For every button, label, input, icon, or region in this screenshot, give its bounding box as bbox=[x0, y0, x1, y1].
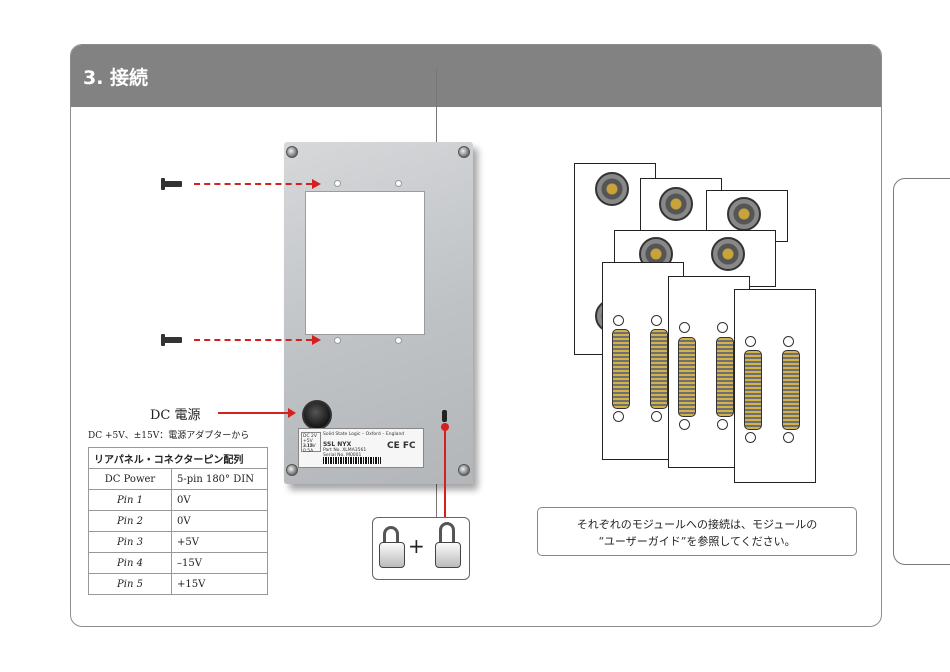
pin-name: Pin 5 bbox=[89, 574, 172, 595]
table-row: Pin 3 +5V bbox=[89, 532, 268, 553]
mounting-screw-icon bbox=[679, 419, 690, 430]
module-card bbox=[734, 289, 816, 483]
sticker-brand: SSL NYX bbox=[323, 441, 351, 448]
table-row: Pin 2 0V bbox=[89, 511, 268, 532]
screw-arrow-line bbox=[194, 339, 312, 341]
mounting-hole bbox=[334, 180, 341, 187]
pin-value: 0V bbox=[172, 511, 268, 532]
dsub-connector-icon bbox=[612, 329, 630, 409]
pin-value: –15V bbox=[172, 553, 268, 574]
plus-sign: + bbox=[408, 534, 425, 558]
mounting-hole bbox=[395, 337, 402, 344]
table-header-row: DC Power 5-pin 180° DIN bbox=[89, 469, 268, 490]
lock-pointer-line bbox=[444, 426, 446, 520]
corner-screw-icon bbox=[458, 146, 470, 158]
barcode-icon bbox=[323, 457, 381, 464]
xlr-connector-icon bbox=[711, 237, 745, 271]
arrowhead-icon bbox=[288, 408, 296, 418]
mounting-screw-icon bbox=[613, 411, 624, 422]
dsub-connector-icon bbox=[650, 329, 668, 409]
side-tab bbox=[893, 178, 950, 565]
xlr-connector-icon bbox=[659, 187, 693, 221]
screw-arrow-line bbox=[194, 183, 312, 185]
xlr-connector-icon bbox=[727, 197, 761, 231]
table-row: Pin 5 +15V bbox=[89, 574, 268, 595]
dsub-connector-icon bbox=[744, 350, 762, 430]
table-cell: DC Power bbox=[89, 469, 172, 490]
note-line: “ユーザーガイド”を参照してください。 bbox=[538, 533, 856, 549]
table-title: リアパネル・コネクターピン配列 bbox=[89, 448, 268, 469]
dsub-connector-icon bbox=[782, 350, 800, 430]
pin-name: Pin 3 bbox=[89, 532, 172, 553]
mounting-hole bbox=[334, 337, 341, 344]
mounting-screw-icon bbox=[783, 336, 794, 347]
mounting-screw-icon bbox=[745, 336, 756, 347]
mounting-screw-icon bbox=[651, 411, 662, 422]
padlock-open-icon bbox=[435, 542, 461, 568]
pin-name: Pin 2 bbox=[89, 511, 172, 532]
mounting-screw-icon bbox=[745, 432, 756, 443]
mounting-screw-icon bbox=[783, 432, 794, 443]
dc-power-note: DC +5V、±15V：電源アダプターから bbox=[88, 428, 249, 441]
padlock-shackle bbox=[439, 522, 455, 544]
pin-value: +15V bbox=[172, 574, 268, 595]
sticker-spec-box: DC 2V +5V 2.1A ±15V 0.5A bbox=[301, 432, 321, 452]
table-row: Pin 1 0V bbox=[89, 490, 268, 511]
din-socket-icon bbox=[302, 400, 332, 430]
compliance-marks-icon: CE FC bbox=[387, 441, 416, 451]
mounting-screw-icon bbox=[717, 322, 728, 333]
sticker-origin: Solid State Logic – Oxford – England bbox=[323, 432, 404, 437]
module-guide-note: それぞれのモジュールへの接続は、モジュールの “ユーザーガイド”を参照してくださ… bbox=[537, 507, 857, 556]
screw-shaft bbox=[164, 337, 182, 343]
arrowhead-icon bbox=[312, 179, 321, 189]
padlock-closed-icon bbox=[379, 542, 405, 568]
xlr-connector-icon bbox=[595, 172, 629, 206]
corner-screw-icon bbox=[286, 146, 298, 158]
dc-power-label: DC 電源 bbox=[150, 404, 201, 423]
mounting-screw-icon bbox=[651, 315, 662, 326]
pin-table: リアパネル・コネクターピン配列 DC Power 5-pin 180° DIN … bbox=[88, 447, 268, 595]
pin-name: Pin 1 bbox=[89, 490, 172, 511]
sticker-spec-line: ±15V 0.5A bbox=[303, 444, 320, 454]
rating-sticker: DC 2V +5V 2.1A ±15V 0.5A Solid State Log… bbox=[298, 428, 424, 468]
arrowhead-icon bbox=[312, 335, 321, 345]
pin-value: 0V bbox=[172, 490, 268, 511]
corner-screw-icon bbox=[286, 464, 298, 476]
lock-slot-icon bbox=[442, 410, 447, 422]
mounting-hole bbox=[395, 180, 402, 187]
lock-pointer-dot bbox=[441, 423, 449, 431]
pin-value: +5V bbox=[172, 532, 268, 553]
dsub-connector-icon bbox=[678, 337, 696, 417]
corner-screw-icon bbox=[458, 464, 470, 476]
section-title: 3. 接続 bbox=[83, 63, 148, 90]
section-header: 3. 接続 bbox=[71, 45, 881, 107]
dsub-connector-icon bbox=[716, 337, 734, 417]
note-line: それぞれのモジュールへの接続は、モジュールの bbox=[538, 516, 856, 532]
panel-cutout bbox=[305, 191, 425, 335]
mounting-screw-icon bbox=[613, 315, 624, 326]
screw-shaft bbox=[164, 181, 182, 187]
table-title-row: リアパネル・コネクターピン配列 bbox=[89, 448, 268, 469]
table-row: Pin 4 –15V bbox=[89, 553, 268, 574]
mounting-screw-icon bbox=[717, 419, 728, 430]
table-cell: 5-pin 180° DIN bbox=[172, 469, 268, 490]
mounting-screw-icon bbox=[679, 322, 690, 333]
pin-name: Pin 4 bbox=[89, 553, 172, 574]
dc-pointer-line bbox=[218, 412, 288, 414]
